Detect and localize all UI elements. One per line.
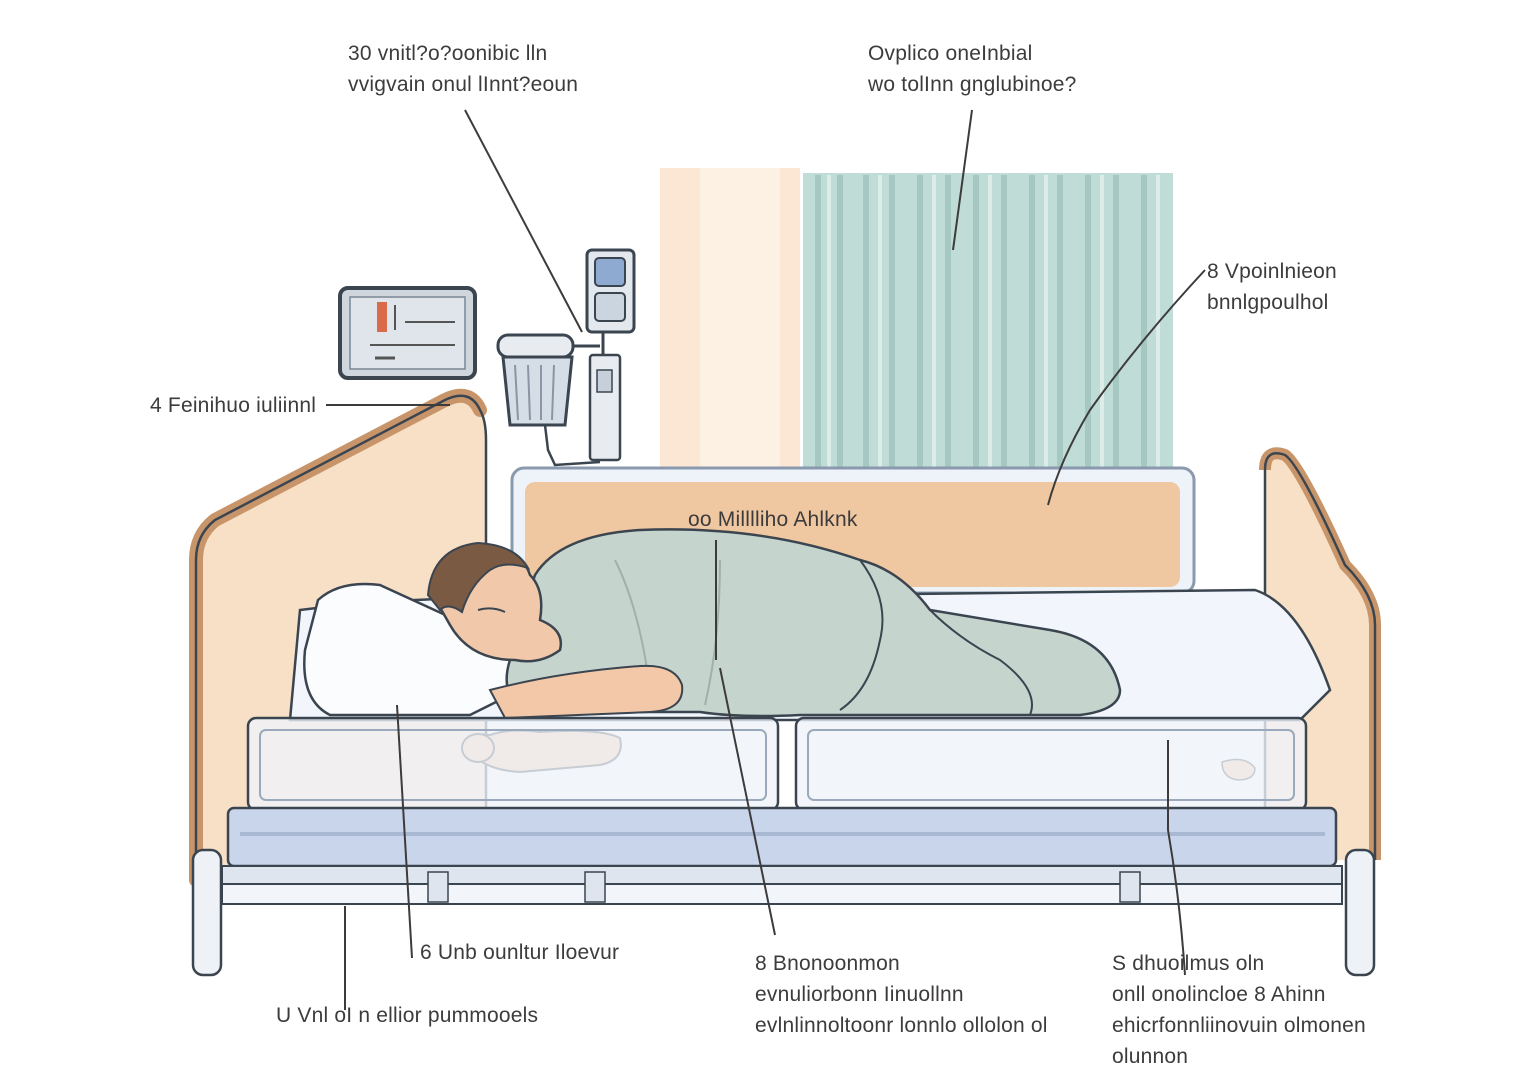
callout-bottom-center: 8 Bnonoonmon evnuliorbonn Iinuollnn evln… [755,948,1048,1041]
callout-headboard-panel: oo Milllliho Ahlknk [688,504,858,535]
callout-bottom-right-line-4: olunnon [1112,1045,1189,1068]
callout-bottom-right-line-3: ehicrfonnliinovuin olmonen [1112,1014,1366,1037]
callout-left-mid: 4 Feinihuo iuliinnl [150,390,316,421]
callout-bottom-right-line-1: S dhuoilmus oln [1112,952,1265,975]
side-rails [246,716,1308,812]
callout-left-mid-line-1: 4 Feinihuo iuliinnl [150,394,317,417]
callout-top-right-line-1: Ovplico oneInbial [868,42,1033,65]
callout-bottom-left-upper: 6 Unb ounltur Iloevur [420,937,619,968]
callout-bottom-center-line-2: evnuliorbonn Iinuollnn [755,983,964,1006]
callout-top-left-line-1: 30 vnitl?o?oonibic lln [348,42,548,65]
callout-top-left-line-2: vvigvain onul lInnt?eoun [348,73,579,96]
callout-bottom-left-lower-line-1: U Vnl oI n ellior pummooels [276,1004,539,1027]
callout-bottom-left-lower: U Vnl oI n ellior pummooels [276,1000,538,1031]
privacy-curtain [803,173,1173,473]
callout-right-upper-line-2: bnnlgpoulhol [1207,291,1329,314]
callout-right-upper: 8 Vpoinlnieon bnnlgpoulhol [1207,256,1337,318]
window-light-panel [660,168,800,468]
wall-monitor [338,286,477,380]
iv-pump-unit [496,248,636,467]
callout-bottom-center-line-1: 8 Bnonoonmon [755,952,900,975]
callout-bottom-right: S dhuoilmus oln onll onolincloe 8 Ahinn … [1112,948,1366,1072]
callout-bottom-right-line-2: onll onolincloe 8 Ahinn [1112,983,1326,1006]
bed-base [191,806,1376,977]
callout-bottom-left-upper-line-1: 6 Unb ounltur Iloevur [420,941,620,964]
callout-bottom-center-line-3: evlnlinnoltoonr lonnlo ollolon ol [755,1014,1048,1037]
callout-top-left: 30 vnitl?o?oonibic lln vvigvain onul lIn… [348,38,578,100]
callout-right-upper-line-1: 8 Vpoinlnieon [1207,260,1337,283]
callout-top-right: Ovplico oneInbial wo tolInn gnglubinoe? [868,38,1077,100]
leader-lines [326,109,1206,1010]
callout-top-right-line-2: wo tolInn gnglubinoe? [868,73,1077,96]
callout-headboard-panel-line-1: oo Milllliho Ahlknk [688,508,858,531]
